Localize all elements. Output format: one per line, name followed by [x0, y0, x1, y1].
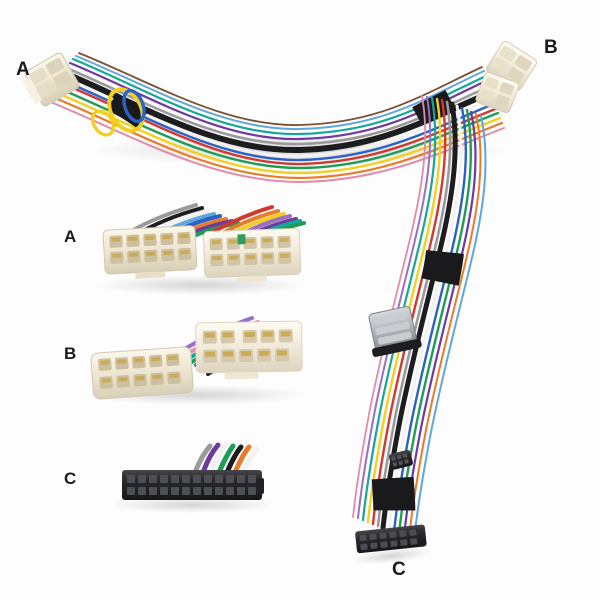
label-detail-c: C	[64, 469, 77, 488]
label-detail-a: A	[64, 227, 77, 246]
inline-grey-connector	[368, 306, 422, 357]
label-harness-end-b: B	[544, 37, 558, 58]
connector-c-pin-row-top	[127, 475, 256, 483]
detail-connector-b	[85, 316, 305, 405]
detail-connector-c	[107, 441, 277, 513]
label-detail-b: B	[64, 344, 77, 363]
harness-plug-b	[475, 41, 537, 114]
label-harness-end-a: A	[16, 59, 30, 80]
right-branch-tape	[371, 249, 464, 511]
blue-wire-loop	[122, 88, 146, 124]
main-harness-bundle	[52, 52, 510, 184]
harness-connector-c	[351, 524, 432, 565]
harness-plug-a	[23, 52, 80, 107]
connector-c-pin-row-bottom	[127, 487, 256, 495]
yellow-wire-loop	[90, 87, 145, 137]
small-black-inline-plug	[388, 449, 413, 470]
label-harness-end-c: C	[392, 559, 406, 580]
detail-connector-a	[95, 203, 306, 295]
